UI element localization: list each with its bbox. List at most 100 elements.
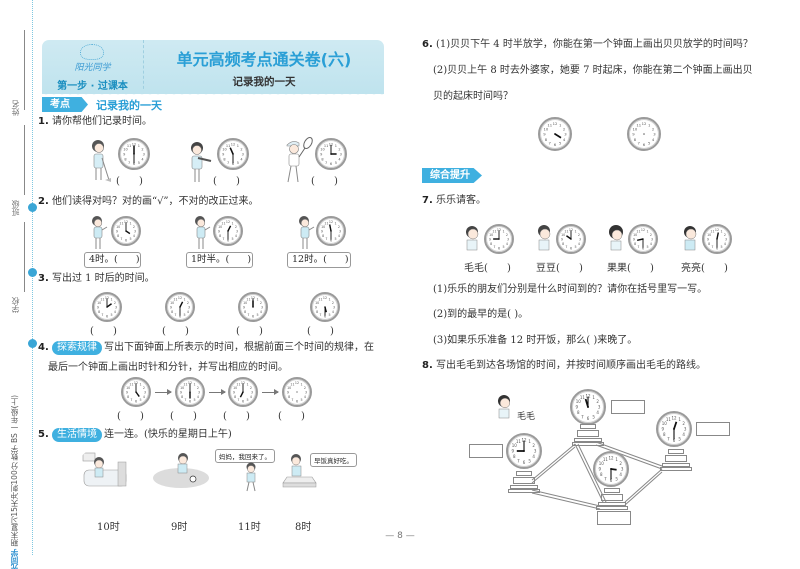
svg-text:4: 4: [650, 242, 652, 246]
tag-explore-pattern: 探索规律: [51, 341, 102, 355]
svg-text:3: 3: [115, 305, 117, 309]
arrow-right-icon: [262, 389, 279, 395]
school-label: 学校: [11, 297, 20, 313]
boy-violin-illustration: [191, 142, 212, 182]
svg-text:4: 4: [563, 138, 566, 142]
answer-blank[interactable]: ( ): [307, 326, 334, 337]
question-8: 8. 写出毛毛到达各场馆的时间，并按时间顺序画出毛毛的路线。: [422, 359, 706, 373]
route-map-paths[interactable]: [400, 380, 800, 530]
hour-option[interactable]: 10时: [97, 522, 120, 533]
answer-blank[interactable]: ( ): [116, 176, 143, 187]
svg-text:9: 9: [512, 449, 515, 454]
answer-blank[interactable]: ( ): [236, 326, 263, 337]
answer-blank[interactable]: ( ): [170, 411, 197, 422]
arrow-right-icon: [209, 389, 226, 395]
svg-text:6: 6: [330, 238, 332, 242]
friend-answer[interactable]: 毛毛( ): [464, 263, 511, 274]
page-title: 单元高频考点通关卷(六): [176, 50, 352, 69]
svg-text:3: 3: [507, 237, 509, 241]
svg-text:11: 11: [580, 395, 586, 400]
svg-text:9: 9: [561, 237, 563, 241]
svg-text:11: 11: [119, 221, 123, 225]
svg-text:2: 2: [143, 386, 145, 390]
answer-blank[interactable]: ( ): [213, 176, 240, 187]
svg-text:5: 5: [237, 161, 239, 165]
friend-guoguo-illustration: [609, 225, 623, 251]
question-number: 4.: [38, 342, 49, 353]
speech-bubble-answer[interactable]: 12时。( ): [287, 252, 351, 268]
time-answer-box[interactable]: [597, 511, 631, 525]
svg-text:6: 6: [554, 143, 557, 147]
question-7-part-3[interactable]: (3)如果乐乐准备 12 时开饭，那么( )来晚了。: [433, 335, 638, 346]
svg-text:5: 5: [232, 237, 234, 241]
svg-text:4: 4: [682, 432, 685, 437]
friend-answer[interactable]: 亮亮( ): [681, 263, 728, 274]
hour-option[interactable]: 9时: [171, 522, 188, 533]
answer-blank[interactable]: ( ): [162, 326, 189, 337]
svg-text:3: 3: [653, 133, 656, 137]
svg-text:11: 11: [221, 221, 225, 225]
svg-text:3: 3: [188, 305, 190, 309]
svg-text:3: 3: [340, 152, 342, 156]
svg-text:9: 9: [170, 305, 172, 309]
svg-text:10: 10: [126, 386, 130, 390]
time-answer-box[interactable]: [696, 422, 730, 436]
time-answer-box[interactable]: [469, 444, 503, 458]
svg-text:1: 1: [301, 382, 303, 386]
school-field-line[interactable]: [24, 222, 25, 292]
svg-text:2: 2: [532, 443, 535, 448]
scene-homework-illustration: [282, 454, 317, 488]
answer-blank[interactable]: ( ): [223, 411, 250, 422]
svg-text:4: 4: [506, 242, 508, 246]
series-title: 期末复习15天冲刺100分 数学 BS 一年级(上): [10, 395, 19, 547]
svg-text:5: 5: [721, 245, 723, 249]
question-7-part-2[interactable]: (2)到的最早的是( )。: [433, 309, 529, 320]
svg-text:5: 5: [592, 414, 595, 419]
hour-option[interactable]: 8时: [295, 522, 312, 533]
logo-text: 阳光同学: [74, 63, 111, 73]
svg-text:10: 10: [633, 127, 638, 131]
answer-blank[interactable]: ( ): [278, 411, 305, 422]
svg-text:12: 12: [134, 381, 138, 385]
scene-coming-home-illustration: [246, 462, 256, 492]
hour-option[interactable]: 11时: [238, 522, 261, 533]
section-badge-kaodian: 考点: [42, 97, 88, 112]
svg-text:4: 4: [187, 310, 189, 314]
svg-text:5: 5: [257, 313, 259, 317]
svg-text:4: 4: [596, 410, 599, 415]
class-field-line[interactable]: [24, 125, 25, 195]
answer-blank[interactable]: ( ): [311, 176, 338, 187]
svg-text:11: 11: [183, 382, 187, 386]
svg-text:11: 11: [710, 229, 714, 233]
name-field-line[interactable]: [24, 30, 25, 110]
answer-blank[interactable]: ( ): [117, 411, 144, 422]
svg-text:4: 4: [652, 138, 655, 142]
svg-text:4: 4: [143, 395, 145, 399]
binding-hole: [28, 339, 37, 348]
friend-answer[interactable]: 豆豆( ): [536, 263, 583, 274]
svg-text:12: 12: [323, 296, 327, 300]
svg-text:5: 5: [130, 237, 132, 241]
svg-text:2: 2: [250, 386, 252, 390]
svg-text:12: 12: [251, 296, 255, 300]
svg-text:11: 11: [318, 297, 322, 301]
question-number: 6.: [422, 39, 433, 50]
speech-bubble-answer[interactable]: 1时半。( ): [186, 252, 253, 268]
svg-text:9: 9: [116, 229, 118, 233]
svg-text:2: 2: [332, 301, 334, 305]
answer-blank[interactable]: ( ): [90, 326, 117, 337]
arrow-right-icon: [155, 389, 172, 395]
speech-bubble-answer[interactable]: 4时。( ): [84, 252, 141, 268]
svg-text:4: 4: [133, 234, 135, 238]
friend-answer[interactable]: 果果( ): [607, 263, 654, 274]
time-answer-box[interactable]: [611, 400, 645, 414]
svg-text:2: 2: [133, 225, 135, 229]
